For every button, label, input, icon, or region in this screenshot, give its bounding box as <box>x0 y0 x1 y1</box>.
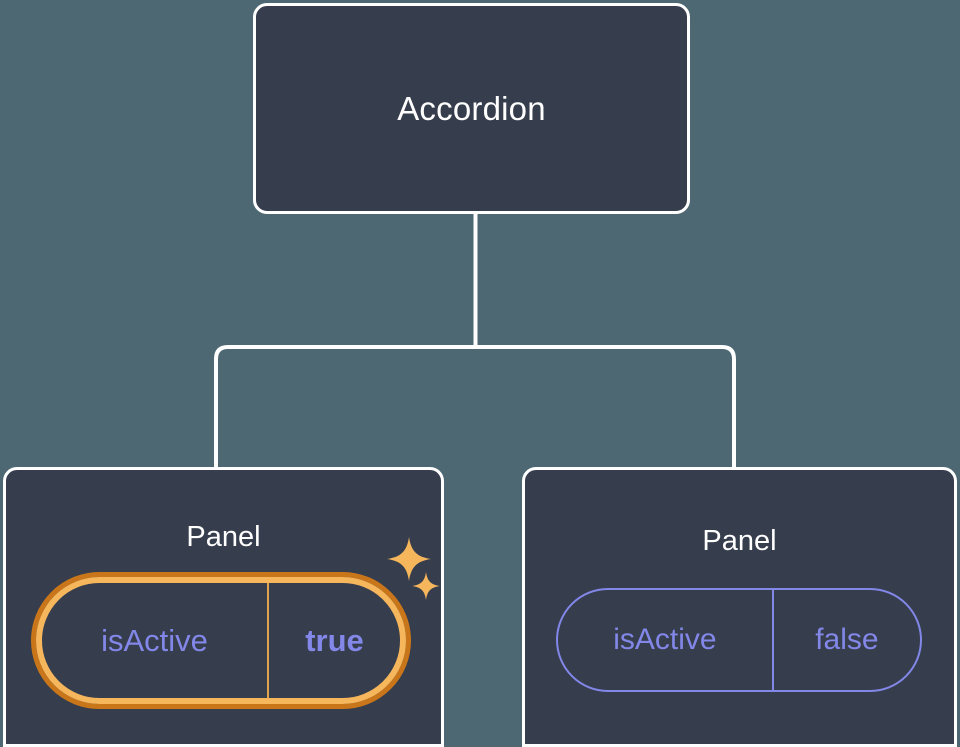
prop-divider <box>267 583 269 698</box>
prop-pill-isactive-true[interactable]: isActive true <box>31 572 411 709</box>
sparkle-icon <box>412 572 440 600</box>
connector-branch-bus <box>214 345 736 470</box>
prop-value-label: true <box>305 622 364 658</box>
sparkle-icon <box>387 537 431 581</box>
pill-inner-ring <box>36 577 406 704</box>
node-accordion[interactable]: Accordion <box>253 3 690 214</box>
prop-divider <box>771 590 774 690</box>
prop-key-label: isActive <box>101 622 208 658</box>
node-panel-inactive-label: Panel <box>702 525 777 557</box>
pill-outer-ring <box>31 572 411 709</box>
prop-key-label: isActive <box>613 623 717 656</box>
prop-value-label: false <box>815 623 879 656</box>
node-accordion-label: Accordion <box>397 90 546 127</box>
prop-pill-isactive-false[interactable]: isActive false <box>556 588 922 692</box>
pill-content: isActive true <box>42 583 400 698</box>
node-panel-active-label: Panel <box>186 521 261 553</box>
